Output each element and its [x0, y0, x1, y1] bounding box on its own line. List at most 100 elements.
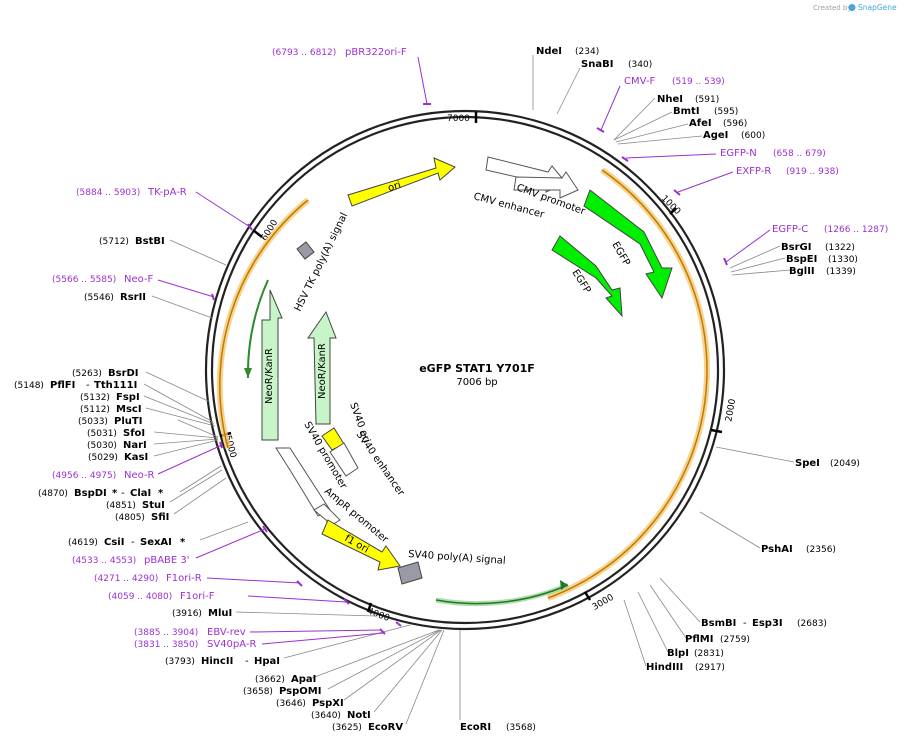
sv40-pa-label: SV40 poly(A) signal — [408, 549, 506, 567]
tick-3000 — [583, 591, 592, 601]
enzyme-bsmbi: BsmBI — [701, 618, 736, 629]
enzyme-nari: NarI — [123, 440, 147, 451]
primer-neo-r: Neo-R — [124, 470, 155, 481]
enzyme-bsrgi: BsrGI — [781, 242, 811, 253]
primer-egfp-c: EGFP-C — [772, 224, 808, 235]
enzyme-mlui-pos: (3916) — [172, 609, 202, 619]
enzyme-hindiii-pos: (2917) — [695, 663, 725, 673]
enzyme-ecori: EcoRI — [460, 722, 491, 733]
enzyme-blpi: BlpI — [667, 648, 689, 659]
enzyme-hincii-pos: (3793) — [165, 657, 195, 667]
primer-cmv-f-pos: (519 .. 539) — [672, 77, 725, 87]
enzyme-agei-pos: (600) — [741, 131, 765, 141]
enzyme-msci-pos: (5112) — [80, 405, 110, 415]
primer-f1ori-r-pos: (4271 .. 4290) — [94, 574, 158, 584]
enzyme-pflfi-pos: (5148) — [14, 381, 44, 391]
primer-f1ori-f-pos: (4059 .. 4080) — [108, 592, 172, 602]
sv40-enhancer-label: SV40 enhancer — [354, 429, 407, 498]
enzyme-nhei: NheI — [657, 94, 683, 105]
inner-orf-band-line — [435, 584, 569, 605]
enzyme-separator: - — [131, 537, 135, 548]
neor-outer-arrow — [261, 289, 283, 441]
plasmid-length: 7006 bp — [456, 377, 497, 388]
enzyme-pluti: PluTI — [114, 416, 142, 427]
enzyme-hpai: HpaI — [254, 656, 280, 667]
tick-2000 — [710, 428, 723, 434]
enzyme-labels-right: NdeI (234) SnaBI (340) NheI (591) BmtI (… — [460, 46, 860, 733]
enzyme-apai: ApaI — [291, 674, 316, 685]
enzyme-nhei-pos: (591) — [695, 95, 719, 105]
primer-neo-r-pos: (4956 .. 4975) — [52, 471, 116, 481]
primer-exfp-r: EXFP-R — [736, 166, 771, 177]
enzyme-snabi: SnaBI — [581, 59, 613, 70]
primer-pbr322ori-f-pos: (6793 .. 6812) — [272, 48, 336, 58]
plasmid-name: eGFP STAT1 Y701F — [419, 362, 535, 375]
orf-band-left-line — [219, 199, 309, 449]
enzyme-sexai: SexAI — [140, 537, 172, 548]
enzyme-nari-pos: (5030) — [87, 441, 117, 451]
enzyme-separator: - — [121, 488, 125, 499]
enzyme-separator: - — [245, 656, 249, 667]
enzyme-bspei: BspEI — [786, 254, 817, 265]
enzyme-hincii: HincII — [201, 656, 233, 667]
cmv-promoter-arrow — [513, 171, 579, 199]
orf-bands — [216, 167, 710, 607]
primer-egfp-c-pos: (1266 .. 1287) — [824, 225, 888, 235]
enzyme-ndei: NdeI — [536, 46, 562, 57]
enzyme-separator: - — [743, 618, 747, 629]
primer-pbabe3-pos: (4533 .. 4553) — [72, 556, 136, 566]
enzyme-afei: AfeI — [689, 118, 712, 129]
enzyme-clai: ClaI — [130, 488, 151, 499]
enzyme-bmti-pos: (595) — [714, 107, 738, 117]
enzyme-separator: - — [86, 380, 90, 391]
primer-exfp-r-pos: (919 .. 938) — [786, 167, 839, 177]
hsv-tk-pa-label: HSV TK poly(A) signal — [293, 211, 350, 313]
sv40-enhancer-box — [329, 442, 359, 477]
inner-orf-band — [435, 582, 569, 607]
enzyme-pflmi-pos: (2759) — [720, 635, 750, 645]
enzyme-star-mark: * — [180, 537, 186, 548]
enzyme-labels-bottom: (3625) EcoRV (3640) NotI (3646) PspXI (3… — [165, 608, 403, 733]
enzyme-noti: NotI — [347, 710, 371, 721]
backbone-outer-ring — [204, 109, 726, 631]
enzyme-kasi-pos: (5029) — [88, 453, 118, 463]
tick-4000 — [366, 602, 373, 613]
enzyme-labels-left: (4619) CsiI - SexAI * (4805) SfiI (4851)… — [14, 236, 186, 548]
enzyme-fspi-pos: (5132) — [80, 393, 110, 403]
enzyme-bspei-pos: (1330) — [828, 255, 858, 265]
primer-egfp-n: EGFP-N — [720, 148, 757, 159]
ori-label: ori — [387, 180, 403, 194]
tick-6000 — [252, 229, 263, 238]
primer-sv40pa-r: SV40pA-R — [207, 639, 256, 650]
credit-brand: SnapGene — [858, 3, 897, 12]
enzyme-snabi-pos: (340) — [628, 60, 652, 70]
enzyme-bsrgi-pos: (1322) — [825, 243, 855, 253]
enzyme-pshai-pos: (2356) — [806, 545, 836, 555]
enzyme-kasi: KasI — [124, 452, 148, 463]
primer-leader-lines — [157, 56, 771, 645]
enzyme-pluti-pos: (5033) — [78, 417, 108, 427]
enzyme-ndei-pos: (234) — [575, 47, 599, 57]
enzyme-pspomi-pos: (3658) — [243, 687, 273, 697]
primer-ebv-rev: EBV-rev — [207, 627, 246, 638]
primer-ebv-rev-pos: (3885 .. 3904) — [134, 628, 198, 638]
enzyme-pflfi: PflFI — [50, 380, 75, 391]
enzyme-agei: AgeI — [703, 130, 728, 141]
primer-markers — [211, 103, 728, 635]
leader-lines — [143, 55, 795, 725]
sv40-promoter-arrow — [275, 447, 331, 517]
primer-pbr322ori-f: pBR322ori-F — [345, 47, 407, 58]
enzyme-pspxi-pos: (3646) — [276, 699, 306, 709]
enzyme-csii-pos: (4619) — [68, 538, 98, 548]
orf-band-right-line — [547, 169, 708, 599]
enzyme-ecorv: EcoRV — [368, 722, 403, 733]
enzyme-bspdi-pos: (4870) — [38, 489, 68, 499]
enzyme-fspi: FspI — [116, 392, 140, 403]
primer-tk-pa-r-pos: (5884 .. 5903) — [76, 188, 140, 198]
tick-label-7000: 7000 — [447, 114, 470, 124]
enzyme-pspxi: PspXI — [312, 698, 344, 709]
enzyme-rsrii: RsrII — [120, 292, 146, 303]
enzyme-star-mark: * — [158, 488, 164, 499]
